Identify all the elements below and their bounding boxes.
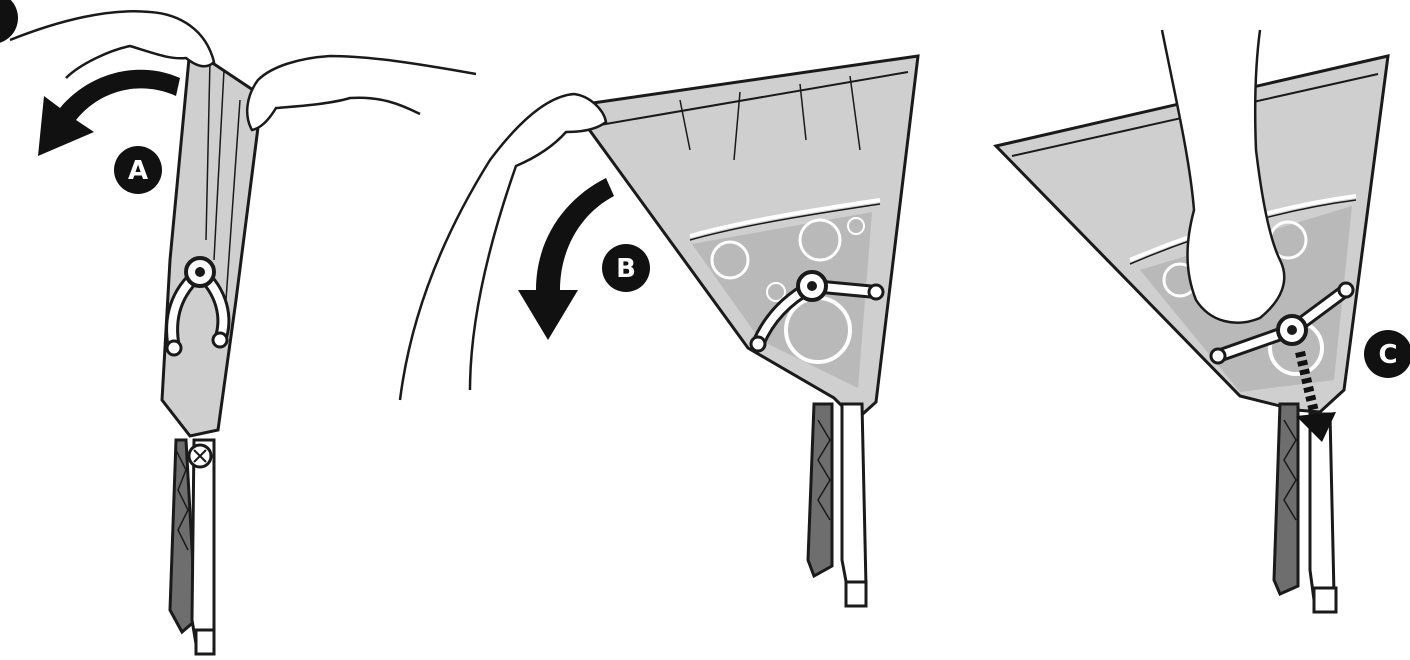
curved-arrow-icon: [38, 70, 180, 156]
step-b-badge: B: [602, 244, 650, 292]
curved-arrow-icon-b: [518, 178, 614, 340]
canopy-frame-icon: [170, 440, 214, 654]
panel-b: B: [400, 56, 918, 606]
step-c-label: C: [1378, 340, 1397, 370]
step-a-badge: A: [114, 146, 162, 194]
panel-a: A: [10, 11, 476, 654]
step-b-label: B: [616, 254, 636, 284]
step-c-badge: C: [1364, 330, 1410, 378]
canopy-frame-icon-b: [808, 404, 866, 606]
panel-c: C: [996, 30, 1410, 612]
step-a-label: A: [128, 156, 148, 186]
hand-icon-b: [400, 94, 606, 400]
canopy-frame-icon-c: [1274, 404, 1336, 612]
